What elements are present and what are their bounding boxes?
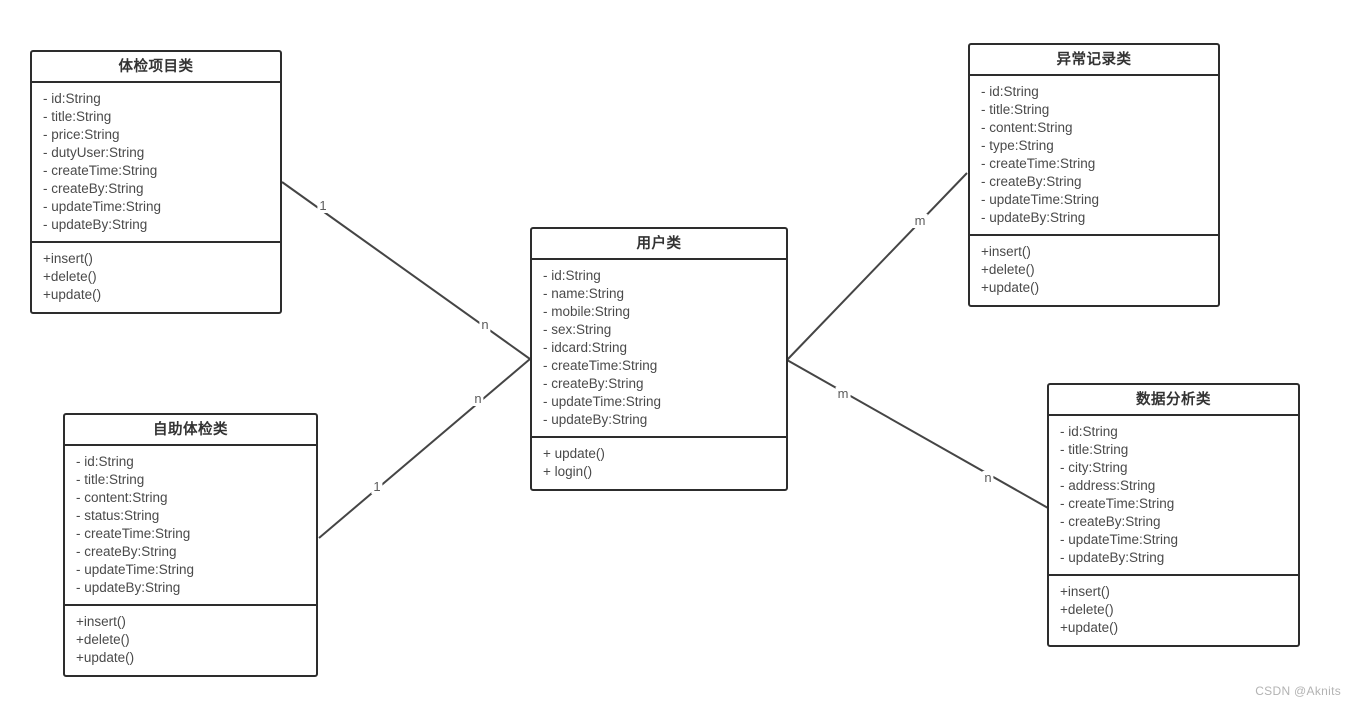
class-attribute: - createTime:String: [1060, 496, 1175, 511]
class-method: +delete(): [981, 262, 1035, 277]
class-attribute: - content:String: [76, 490, 168, 505]
multiplicity-label: 1: [371, 479, 383, 494]
class-attribute: - updateTime:String: [1060, 532, 1179, 547]
class-method: +delete(): [43, 269, 97, 284]
class-methods: +insert() +delete() +update(): [1049, 576, 1298, 645]
class-method: +delete(): [76, 632, 130, 647]
class-method: +update(): [981, 280, 1040, 295]
class-attribute: - createBy:String: [76, 544, 177, 559]
class-method: +insert(): [981, 244, 1031, 259]
class-attribute: - title:String: [1060, 442, 1129, 457]
class-attributes: - id:String - title:String - price:String -…: [32, 83, 280, 243]
class-attribute: - sex:String: [543, 322, 612, 337]
multiplicity-label: m: [912, 213, 928, 228]
class-attribute: - id:String: [543, 268, 601, 283]
class-title: 异常记录类: [970, 45, 1218, 76]
class-attribute: - id:String: [43, 91, 101, 106]
class-attribute: - dutyUser:String: [43, 145, 145, 160]
class-attribute: - updateBy:String: [981, 210, 1086, 225]
watermark: CSDN @Aknits: [1255, 684, 1341, 698]
class-attribute: - status:String: [76, 508, 160, 523]
multiplicity-label: n: [479, 317, 491, 332]
class-attribute: - createTime:String: [76, 526, 191, 541]
class-methods: +insert() +delete() +update(): [65, 606, 316, 675]
class-attribute: - id:String: [981, 84, 1039, 99]
class-attribute: - createBy:String: [1060, 514, 1161, 529]
class-methods: +insert() +delete() +update(): [32, 243, 280, 312]
class-attributes: - id:String - name:String - mobile:String -…: [532, 260, 786, 438]
class-attribute: - createTime:String: [43, 163, 158, 178]
class-attribute: - idcard:String: [543, 340, 628, 355]
class-box-data-analysis: 数据分析类 - id:String - title:String - city:St…: [1047, 383, 1300, 647]
class-attribute: - title:String: [76, 472, 145, 487]
class-attribute: - createTime:String: [543, 358, 658, 373]
class-box-user: 用户类 - id:String - name:String - mobile:Str…: [530, 227, 788, 491]
class-box-exam-item: 体检项目类 - id:String - title:String - price:S…: [30, 50, 282, 314]
class-attribute: - createBy:String: [543, 376, 644, 391]
class-methods: + update() + login(): [532, 438, 786, 489]
class-method: +update(): [76, 650, 135, 665]
class-attribute: - id:String: [76, 454, 134, 469]
class-attribute: - updateTime:String: [43, 199, 162, 214]
class-attribute: - content:String: [981, 120, 1073, 135]
class-method: +update(): [1060, 620, 1119, 635]
class-attribute: - updateBy:String: [543, 412, 648, 427]
class-box-abnormal-record: 异常记录类 - id:String - title:String - content…: [968, 43, 1220, 307]
multiplicity-label: n: [982, 470, 994, 485]
class-attribute: - id:String: [1060, 424, 1118, 439]
class-attribute: - createTime:String: [981, 156, 1096, 171]
class-attribute: - createBy:String: [981, 174, 1082, 189]
class-attribute: - mobile:String: [543, 304, 631, 319]
class-method: +insert(): [76, 614, 126, 629]
class-title: 数据分析类: [1049, 385, 1298, 416]
class-attribute: - updateTime:String: [981, 192, 1100, 207]
class-method: +insert(): [43, 251, 93, 266]
multiplicity-label: 1: [317, 198, 329, 213]
association-line: [786, 172, 968, 361]
class-method: + update(): [543, 446, 605, 461]
class-method: +delete(): [1060, 602, 1114, 617]
class-method: +update(): [43, 287, 102, 302]
association-line: [786, 359, 1049, 509]
class-attributes: - id:String - title:String - content:Strin…: [65, 446, 316, 606]
class-methods: +insert() +delete() +update(): [970, 236, 1218, 305]
multiplicity-label: m: [835, 386, 851, 401]
class-attribute: - updateBy:String: [76, 580, 181, 595]
class-method: + login(): [543, 464, 593, 479]
class-attribute: - updateTime:String: [76, 562, 195, 577]
class-attribute: - updateTime:String: [543, 394, 662, 409]
class-attributes: - id:String - title:String - city:String - …: [1049, 416, 1298, 576]
class-attribute: - title:String: [43, 109, 112, 124]
class-title: 自助体检类: [65, 415, 316, 446]
class-method: +insert(): [1060, 584, 1110, 599]
class-attribute: - createBy:String: [43, 181, 144, 196]
class-attribute: - updateBy:String: [43, 217, 148, 232]
class-attribute: - price:String: [43, 127, 120, 142]
class-attributes: - id:String - title:String - content:Strin…: [970, 76, 1218, 236]
class-attribute: - type:String: [981, 138, 1054, 153]
multiplicity-label: n: [472, 391, 484, 406]
class-title: 用户类: [532, 229, 786, 260]
association-line: [318, 358, 531, 539]
class-attribute: - name:String: [543, 286, 625, 301]
class-attribute: - city:String: [1060, 460, 1128, 475]
class-title: 体检项目类: [32, 52, 280, 83]
class-attribute: - address:String: [1060, 478, 1156, 493]
class-attribute: - updateBy:String: [1060, 550, 1165, 565]
class-attribute: - title:String: [981, 102, 1050, 117]
class-box-self-exam: 自助体检类 - id:String - title:String - content…: [63, 413, 318, 677]
